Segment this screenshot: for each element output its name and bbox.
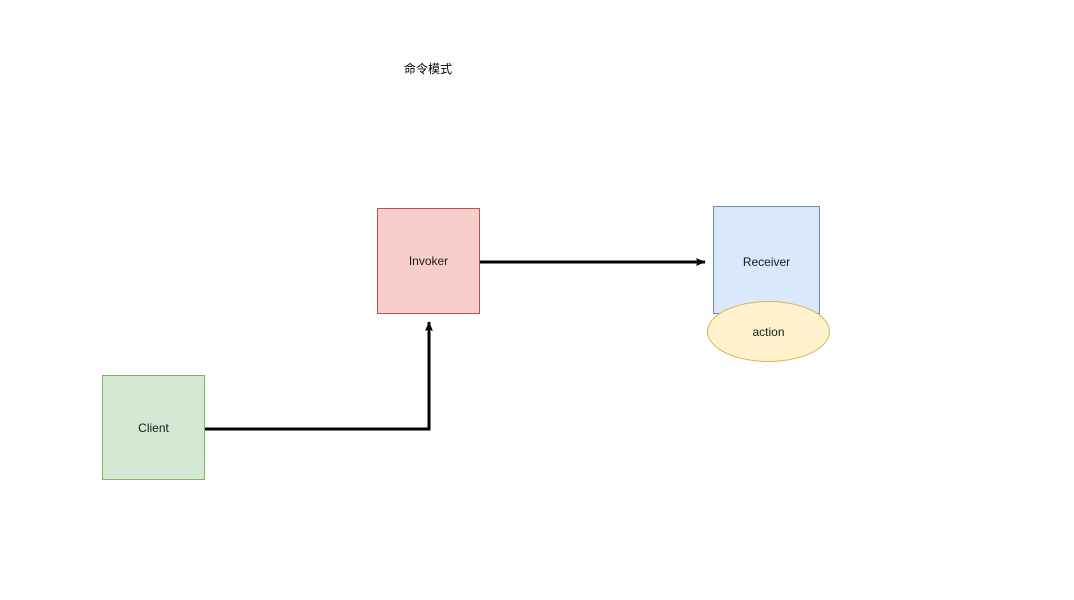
node-invoker-label: Invoker — [408, 254, 449, 268]
node-client-label: Client — [138, 420, 169, 435]
node-client[interactable]: Client — [102, 375, 205, 480]
edge-client-to-invoker[interactable] — [205, 321, 433, 431]
node-receiver[interactable]: Receiver — [713, 206, 820, 314]
diagram-title: 命令模式 — [403, 62, 452, 76]
node-receiver-label: Receiver — [742, 255, 791, 269]
node-action-label: action — [752, 324, 785, 339]
edge-client-to-invoker-path[interactable] — [205, 321, 433, 431]
node-action[interactable]: action — [707, 301, 830, 362]
node-invoker[interactable]: Invoker — [377, 208, 480, 314]
